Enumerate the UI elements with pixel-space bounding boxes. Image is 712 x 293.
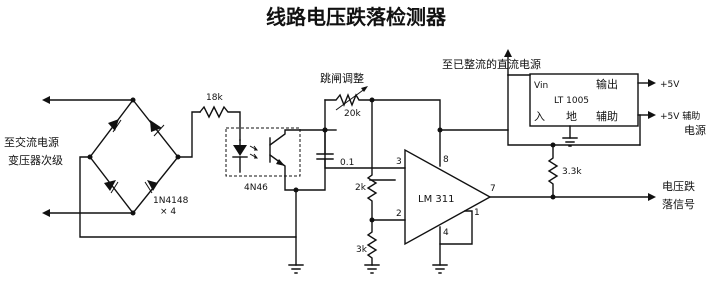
comparator-lm311: LM 311 3 2 8 4 1 7 [324,129,496,274]
regulator-lt1005: Vin 输出 LT 1005 入 地 辅助 [529,73,639,127]
pin2-label: 2 [396,209,402,219]
resistor-3-3k: 3.3k [547,142,582,198]
reg-aux-label: 辅助 [596,109,618,123]
reg-in-label: 入 [534,110,545,123]
ac-source-label-1: 至交流电源 [4,135,59,149]
bridge-rectifier: 1N4148 × 4 [87,97,189,217]
plus5v-aux-label: +5V 辅助 [660,110,700,122]
diode-count-label: × 4 [160,207,176,217]
diode-type-label: 1N4148 [153,196,189,206]
comparator-label: LM 311 [418,194,454,205]
resistor-3-3k-label: 3.3k [562,167,582,177]
pin1-label: 1 [474,208,480,218]
ac-input: 至交流电源 变压器次级 [4,96,134,217]
output-label-2: 落信号 [662,198,695,211]
diode-d4 [144,180,158,194]
resistor-3k: 3k [356,217,380,274]
trip-adjust-pot: 跳闸调整 20k [320,71,373,133]
reg-name-label: LT 1005 [554,96,589,106]
pin3-label: 3 [396,157,402,167]
pin7-label: 7 [490,184,496,194]
capacitor-label: 0.1 [340,158,354,168]
capacitor-0-1: 0.1 [293,127,354,193]
optocoupler: 4N46 [225,127,326,193]
pin4-label: 4 [443,228,449,238]
diagram-title: 线路电压跌落检测器 [266,5,447,29]
reg-vin-label: Vin [534,81,548,91]
resistor-18k-label: 18k [206,93,223,103]
reg-out-label: 输出 [596,77,618,91]
ground-opto [288,236,304,274]
resistor-2k-label: 2k [355,183,367,193]
resistor-18k: 18k [199,93,241,141]
diode-d2 [150,120,165,137]
pot-value-label: 20k [344,109,361,119]
ac-source-label-2: 变压器次级 [8,153,63,167]
pin8-label: 8 [443,155,449,165]
diode-d3 [104,180,119,194]
reg-gnd-label: 地 [566,110,577,123]
supply-word-label: 电源 [684,123,706,137]
plus5v-label: +5V [660,80,680,90]
optocoupler-label: 4N46 [244,183,268,193]
output-label-1: 电压跌 [662,179,695,193]
resistor-3k-label: 3k [356,245,368,255]
trip-adjust-label: 跳闸调整 [320,71,364,85]
diode-d1 [108,119,122,133]
rectified-supply-label: 至已整流的直流电源 [442,57,541,71]
